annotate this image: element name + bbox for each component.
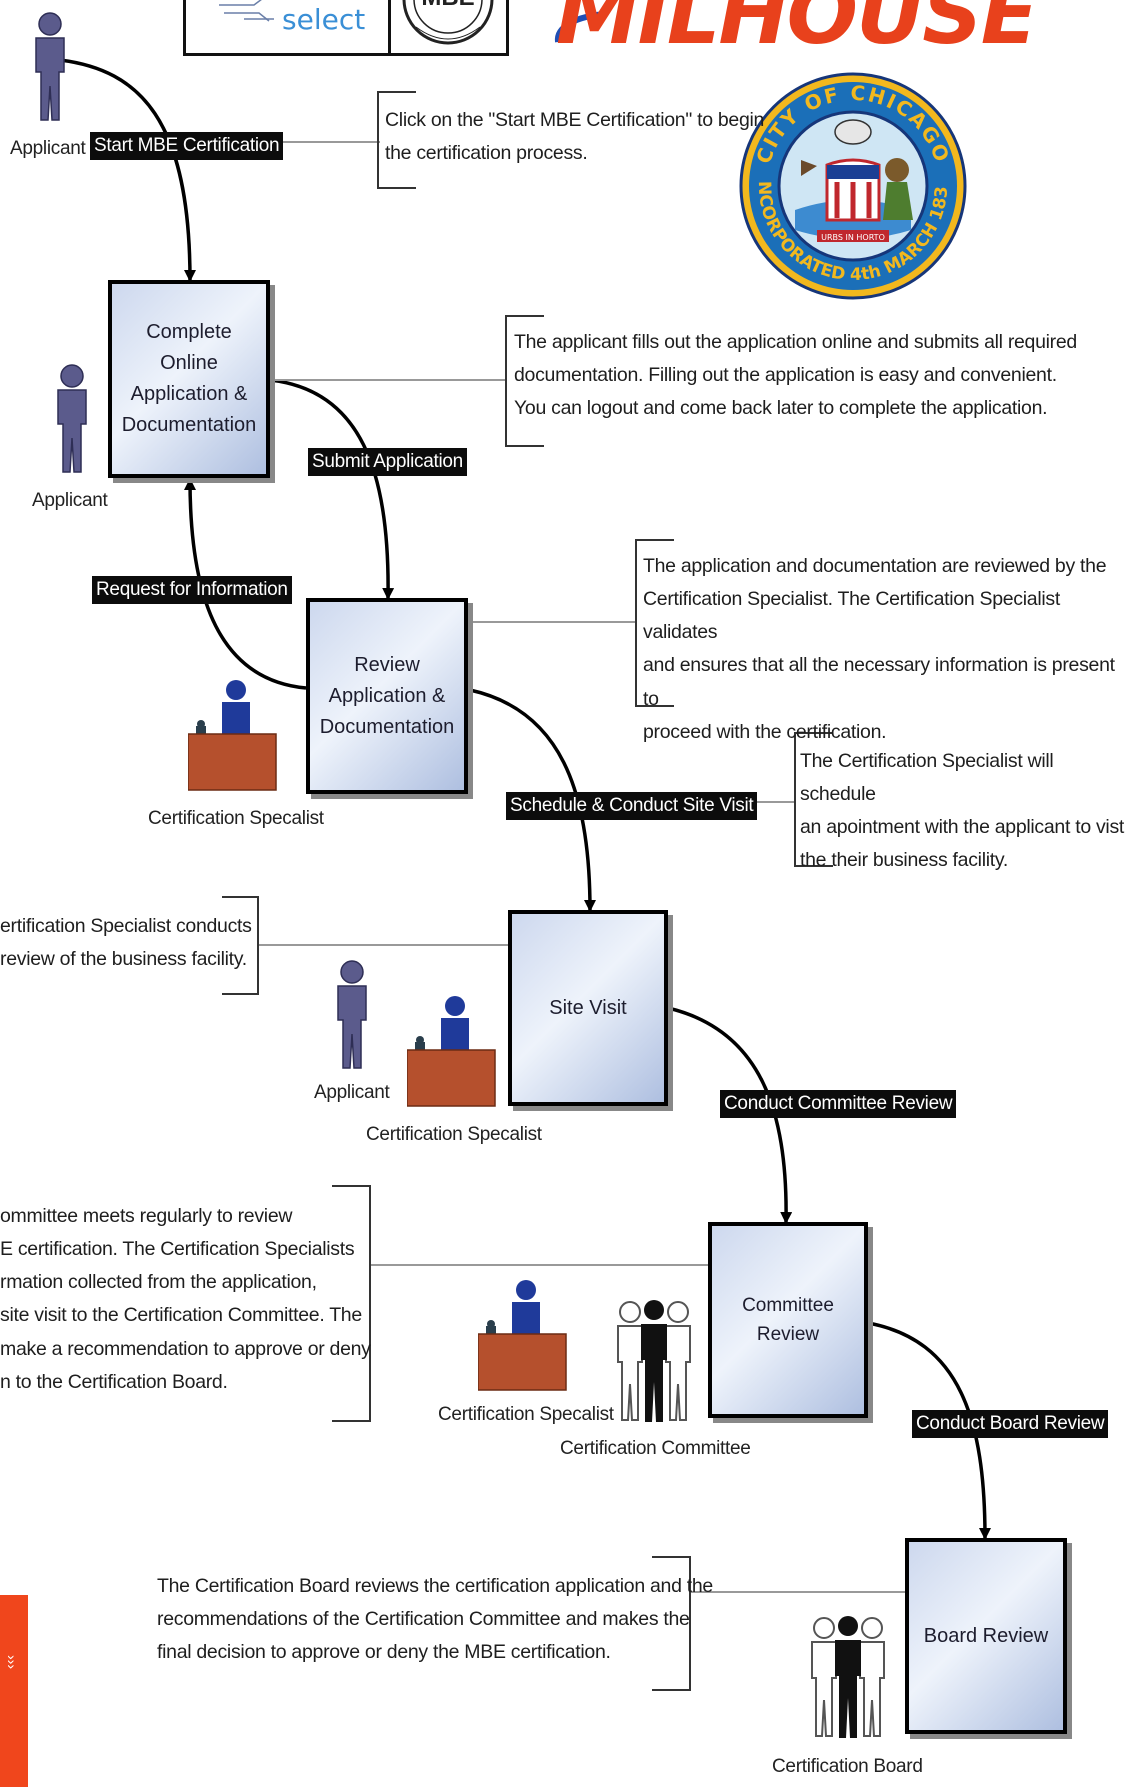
note-line: make a recommendation to approve or deny [0,1337,371,1360]
note-line: ommittee meets regularly to review [0,1205,293,1227]
seal-motto: URBS IN HORTO [821,233,885,242]
note-start: Click on the "Start MBE Certification" t… [385,104,764,170]
actor-committee: Certification Committee [560,1438,751,1459]
label-schedule-site-visit: Schedule & Conduct Site Visit [506,792,758,820]
step-committee-review: Committee Review [708,1222,868,1418]
note-board: The Certification Board reviews the cert… [157,1570,713,1669]
note-line: The applicant fills out the application … [514,331,1077,353]
note-application: The applicant fills out the application … [514,326,1077,425]
specialist-desk-icon [407,996,496,1107]
note-line: You can logout and come back later to co… [514,397,1048,420]
note-committee: ommittee meets regularly to review E cer… [0,1200,371,1399]
note-line: documentation. Filling out the applicati… [514,364,1057,387]
note-site-visit: ertification Specialist conducts review … [0,910,252,976]
actor-specialist-committee: Certification Specalist [438,1404,614,1425]
svg-text:MBE: MBE [421,0,474,11]
note-review: The application and documentation are re… [643,550,1125,749]
label-request-information: Request for Information [92,576,292,604]
step-online-application: Complete Online Application & Documentat… [108,280,270,478]
brand-swoosh-icon [554,11,607,43]
note-line: the certification process. [385,142,588,165]
note-line: rmation collected from the application, [0,1271,317,1294]
note-line: Certification Specialist. The Certificat… [643,588,1060,644]
specialist-desk-icon [188,680,277,791]
label-start-certification: Start MBE Certification [90,132,284,160]
board-group-icon [811,1616,885,1738]
logo-select-text: select [282,3,366,36]
note-schedule: The Certification Specialist will schedu… [800,745,1125,878]
label-committee-review: Conduct Committee Review [720,1090,957,1118]
flow-start-arrow [59,58,196,282]
actor-applicant-top: Applicant [10,138,86,159]
label-submit-application: Submit Application [308,448,467,476]
flow-schedule-arrow [469,688,596,912]
applicant-figure-icon [57,364,87,473]
note-line: E certification. The Certification Speci… [0,1238,355,1261]
note-line: Click on the "Start MBE Certification" t… [385,109,765,131]
side-tab-mark: ››› [4,1655,20,1669]
actor-specialist-review: Certification Specalist [148,808,324,829]
note-line: The Certification Specialist will schedu… [800,750,1054,806]
note-line: an apointment with the applicant to vist [800,816,1125,839]
logo-divider [388,0,391,53]
note-line: The Certification Board reviews the cert… [157,1575,713,1597]
actor-board: Certification Board [772,1756,923,1777]
note-line: proceed with the certification. [643,720,887,743]
step-board-review: Board Review [905,1538,1067,1734]
chicago-city-seal: CITY OF CHICAGO INCORPORATED 4th MARCH 1… [737,70,967,300]
applicant-figure-icon [35,12,65,121]
milhouse-brand: MILHOUSE [556,0,1038,63]
label-board-review: Conduct Board Review [912,1410,1109,1438]
flow-request-arrow [184,478,307,690]
flow-committee-arrow [667,1006,793,1224]
note-line: site visit to the Certification Committe… [0,1304,362,1327]
actor-applicant-site: Applicant [314,1082,390,1103]
step-site-visit: Site Visit [508,910,668,1106]
note-line: n to the Certification Board. [0,1370,228,1393]
flow-board-arrow [867,1321,991,1540]
actor-applicant-mid: Applicant [32,490,108,511]
select-mbe-logo: select MBE [183,0,509,56]
note-line: recommendations of the Certification Com… [157,1608,690,1631]
note-line: The application and documentation are re… [643,555,1107,577]
flow-submit-arrow [269,378,395,600]
note-line: ertification Specialist conducts [0,915,252,937]
actor-specialist-site: Certification Specalist [366,1124,542,1145]
specialist-desk-icon [478,1280,567,1391]
step-review-application: Review Application & Documentation [306,598,468,794]
side-tab[interactable]: ››› [0,1595,28,1787]
applicant-figure-icon [337,960,367,1069]
note-line: final decision to approve or deny the MB… [157,1641,611,1664]
note-line: and ensures that all the necessary infor… [643,654,1115,710]
note-line: the their business facility. [800,849,1009,872]
note-line: review of the business facility. [0,948,247,971]
mbe-seal-icon: MBE [402,0,494,45]
committee-group-icon [617,1300,691,1422]
circuit-icon [219,0,274,22]
